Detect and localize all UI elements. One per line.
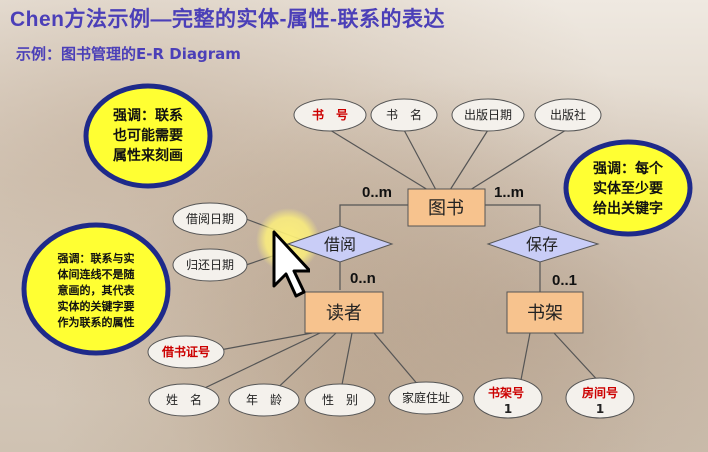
- svg-text:姓 名: 姓 名: [166, 392, 202, 407]
- svg-text:强调：每个: 强调：每个: [593, 160, 664, 177]
- entity-book: 图书: [407, 188, 486, 227]
- svg-text:1: 1: [504, 402, 512, 416]
- attribute-name: 姓 名: [148, 383, 220, 417]
- page-title: Chen方法示例—完整的实体-属性-联系的表达: [10, 8, 445, 31]
- svg-text:读者: 读者: [326, 303, 362, 324]
- svg-text:意画的，其代表: 意画的，其代表: [58, 283, 136, 297]
- svg-text:借阅: 借阅: [324, 235, 356, 254]
- svg-text:出版社: 出版社: [550, 107, 586, 122]
- svg-text:归还日期: 归还日期: [186, 258, 234, 272]
- attribute-address: 家庭住址: [388, 381, 464, 415]
- entity-shelf: 书架: [506, 291, 584, 334]
- svg-text:家庭住址: 家庭住址: [402, 390, 450, 405]
- attribute-book-no: 书 号: [293, 98, 367, 132]
- svg-text:1: 1: [596, 402, 604, 416]
- svg-text:给出关键字: 给出关键字: [593, 200, 663, 217]
- connector-lines: [189, 129, 603, 396]
- svg-text:出版日期: 出版日期: [464, 108, 512, 122]
- svg-text:保存: 保存: [526, 235, 558, 254]
- svg-text:房间号: 房间号: [582, 385, 618, 400]
- svg-text:年 龄: 年 龄: [246, 393, 282, 407]
- svg-text:也可能需要: 也可能需要: [113, 127, 183, 144]
- page-subtitle: 示例：图书管理的E-R Diagram: [16, 45, 241, 63]
- callout-entity-key: 强调：每个 实体至少要 给出关键字: [563, 139, 693, 237]
- svg-text:图书: 图书: [428, 198, 464, 219]
- mouse-cursor-icon: [272, 230, 310, 298]
- svg-text:强调：联系与实: 强调：联系与实: [58, 251, 135, 265]
- cardinality-borrow-book: 0..m: [362, 184, 392, 201]
- svg-text:实体至少要: 实体至少要: [593, 180, 663, 197]
- svg-text:书 名: 书 名: [386, 107, 422, 122]
- cardinality-store-shelf: 0..1: [552, 272, 577, 289]
- svg-text:体间连线不是随: 体间连线不是随: [58, 267, 135, 281]
- relationship-borrow: 借阅: [286, 225, 394, 263]
- svg-text:借书证号: 借书证号: [161, 344, 210, 359]
- svg-text:书 号: 书 号: [312, 107, 348, 122]
- attribute-book-name: 书 名: [370, 98, 438, 132]
- callout-connector-keys: 强调：联系与实 体间连线不是随 意画的，其代表 实体的关键字要 作为联系的属性: [21, 222, 171, 356]
- entity-reader: 读者: [304, 291, 384, 334]
- svg-text:强调：联系: 强调：联系: [113, 107, 183, 124]
- callout-relationship-attributes: 强调：联系 也可能需要 属性来刻画: [83, 83, 213, 189]
- attribute-shelf-no: 书架号 1: [473, 377, 543, 419]
- svg-text:书架号: 书架号: [488, 385, 524, 400]
- attribute-borrow-date: 借阅日期: [172, 202, 248, 236]
- pointer-highlight: [256, 208, 320, 272]
- svg-text:实体的关键字要: 实体的关键字要: [58, 299, 135, 313]
- attribute-return-date: 归还日期: [172, 248, 248, 282]
- attribute-room-no: 房间号 1: [565, 377, 635, 419]
- relationship-store: 保存: [486, 225, 600, 263]
- attribute-age: 年 龄: [228, 383, 300, 417]
- attribute-card-no: 借书证号: [147, 335, 225, 369]
- attribute-gender: 性 别: [304, 383, 376, 417]
- svg-text:性 别: 性 别: [322, 393, 358, 407]
- svg-text:书架: 书架: [527, 303, 563, 324]
- attribute-publisher: 出版社: [534, 98, 602, 132]
- cardinality-store-book: 1..m: [494, 184, 524, 201]
- svg-text:借阅日期: 借阅日期: [186, 212, 234, 226]
- svg-text:属性来刻画: 属性来刻画: [113, 147, 183, 164]
- svg-text:作为联系的属性: 作为联系的属性: [58, 315, 135, 329]
- cardinality-borrow-reader: 0..n: [350, 270, 376, 287]
- attribute-pub-date: 出版日期: [451, 98, 525, 132]
